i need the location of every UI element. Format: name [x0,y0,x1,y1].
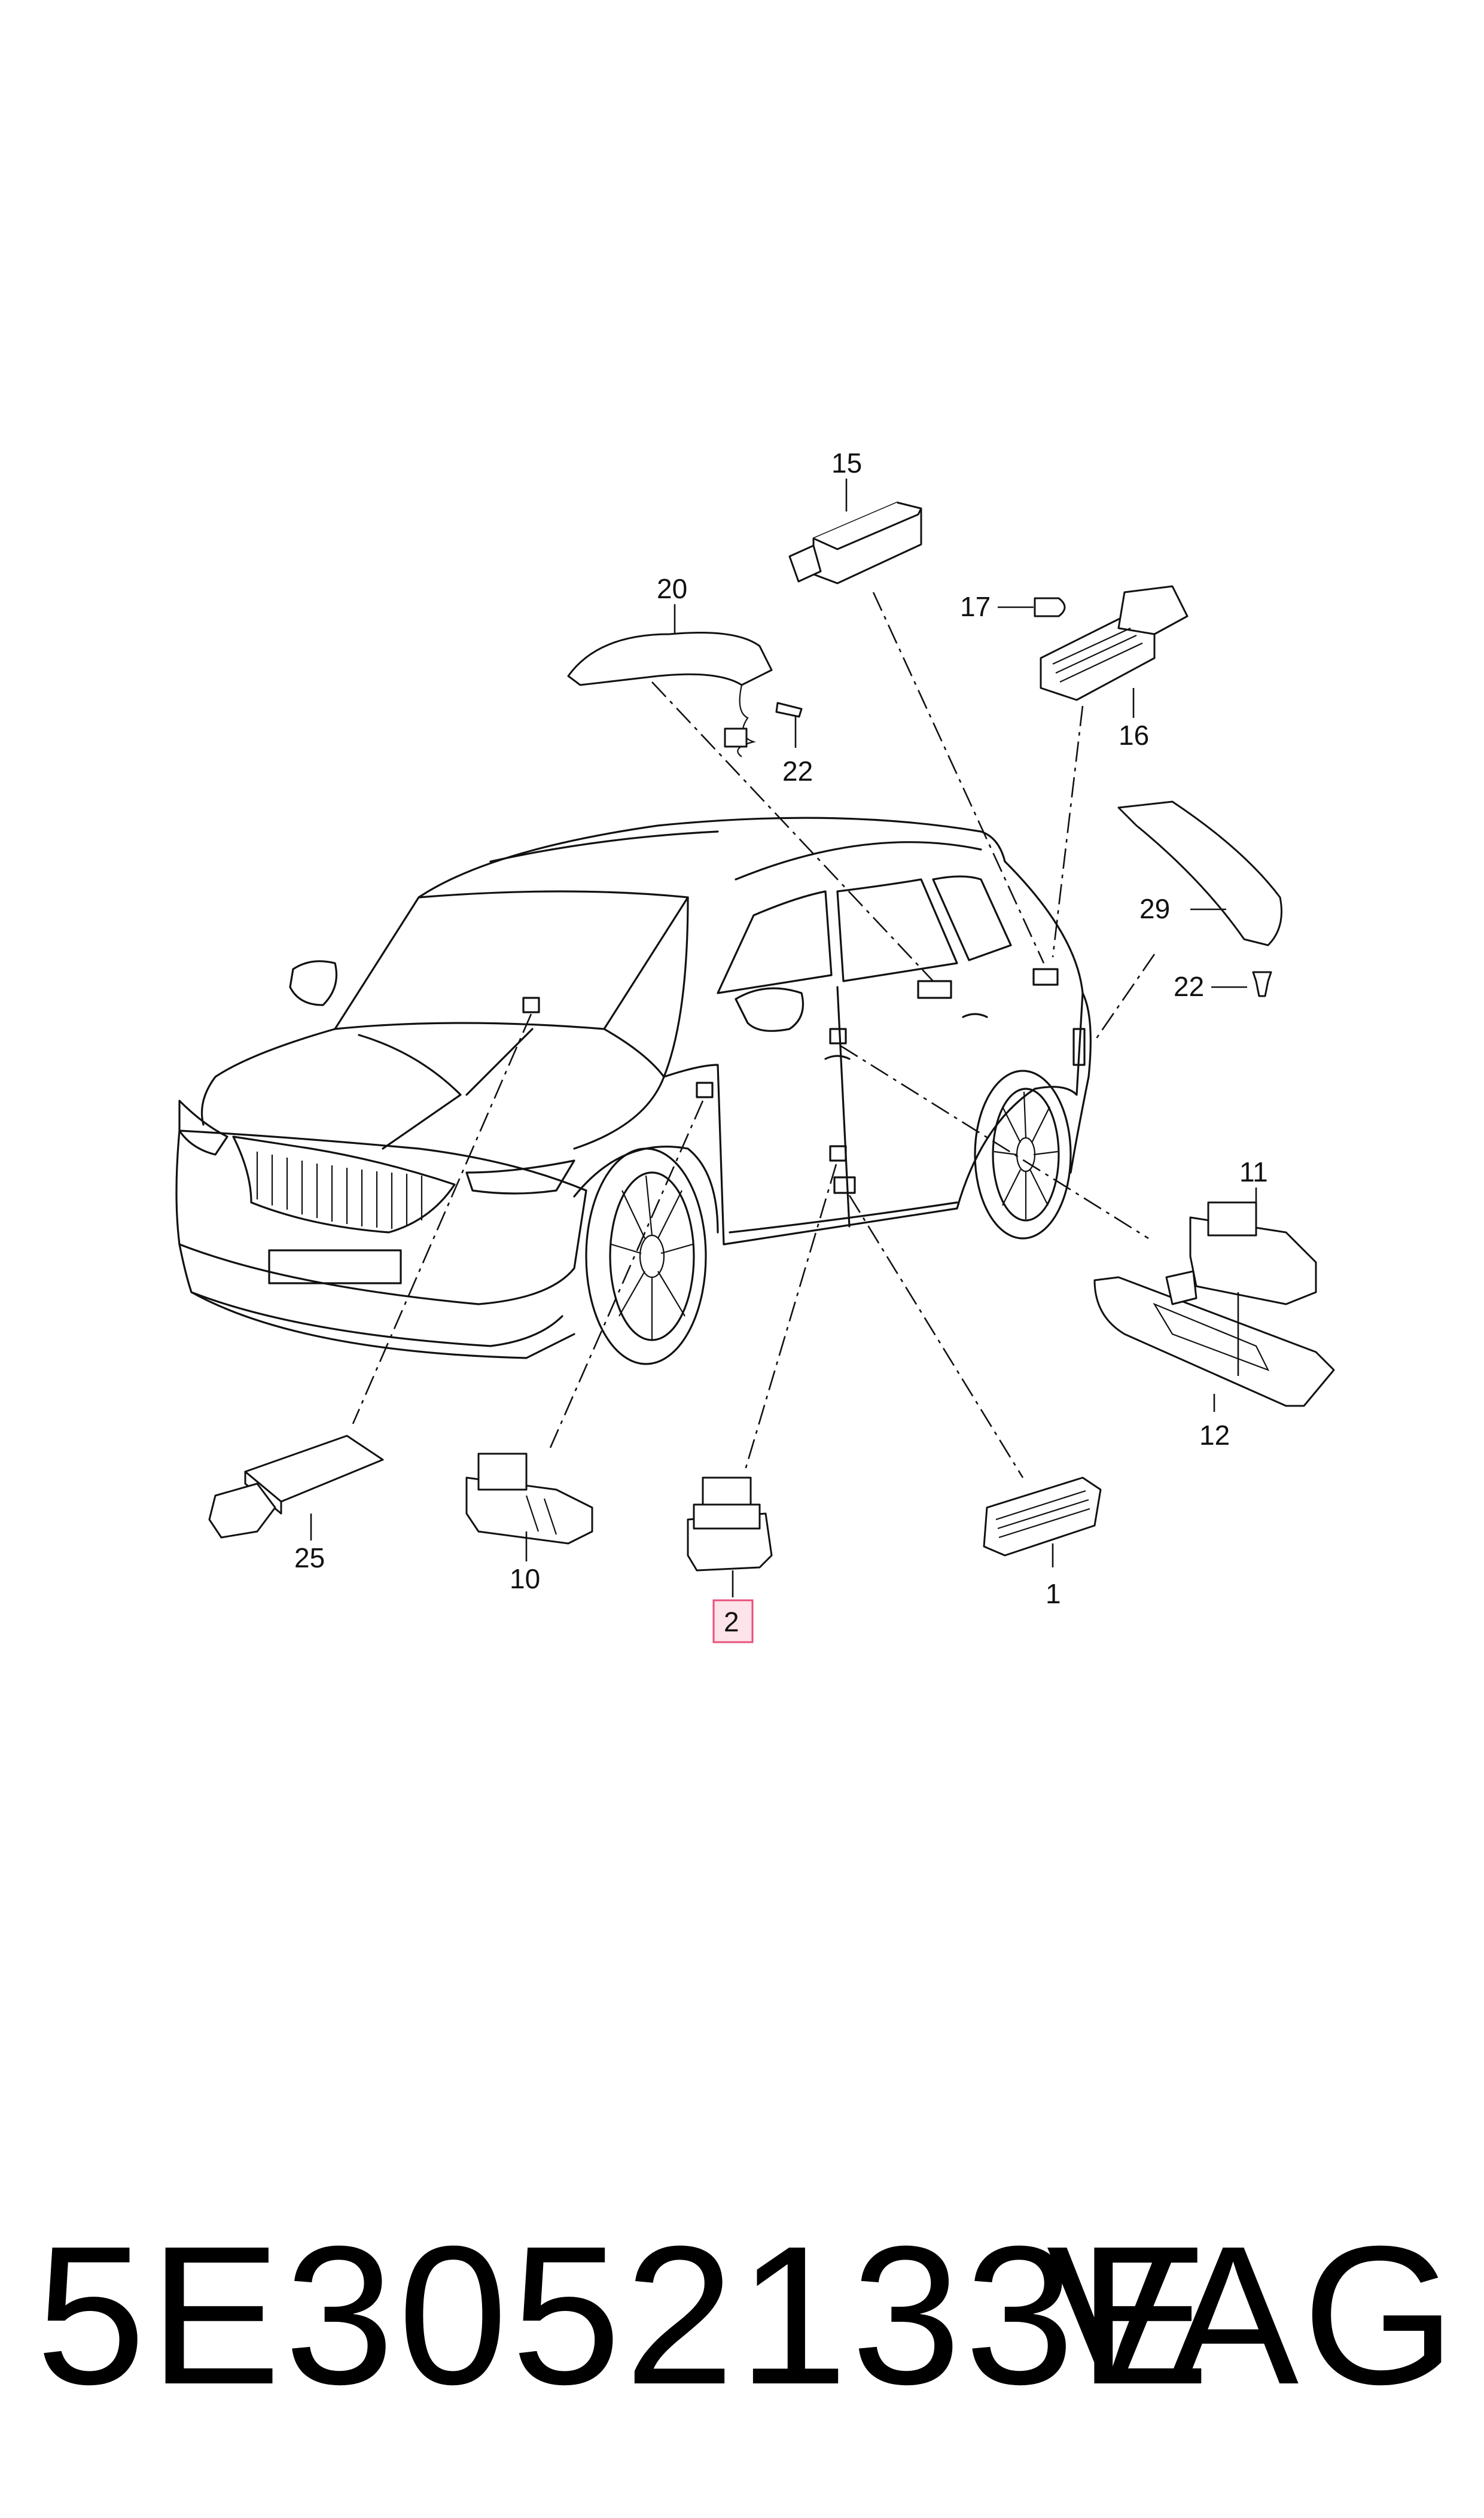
callout-20: 20 [657,573,687,604]
part-22-screw [1211,971,1272,997]
part-29-trim [1117,800,1282,946]
callout-29: 29 [1139,893,1170,924]
callout-16: 16 [1119,720,1149,751]
part-16-lamp [1040,585,1189,718]
callout-25: 25 [294,1542,325,1573]
callout-22-lower: 22 [1174,971,1204,1002]
dashed-leaders [352,592,1156,1478]
part-number-footer: 5E3052133E VAG [36,2213,1459,2417]
part-15-lamp [788,479,922,584]
part-12-tray [1093,1270,1335,1412]
callout-15: 15 [831,447,862,479]
callout-17: 17 [960,591,991,622]
part-10-switch [465,1453,593,1561]
part-1-lamp-lens [983,1476,1102,1567]
callout-11: 11 [1239,1156,1268,1188]
part-11-lamp [1189,1188,1317,1305]
part-17-bulb [998,597,1066,617]
callout-2: 2 [724,1606,739,1637]
callout-22-upper: 22 [782,756,813,787]
brand-label: VAG [1046,2205,1459,2425]
part-2-switch [687,1476,773,1597]
location-markers [522,968,1059,1194]
part-number: 5E3052133E [36,2205,1214,2425]
part-25-module [208,1435,384,1540]
part-20-lamp-strip [567,604,803,757]
callout-2-highlight-box [712,1599,754,1643]
callout-12: 12 [1199,1420,1230,1451]
callout-10: 10 [510,1563,540,1594]
car-illustration [175,817,1092,1365]
callout-1: 1 [1046,1578,1061,1609]
